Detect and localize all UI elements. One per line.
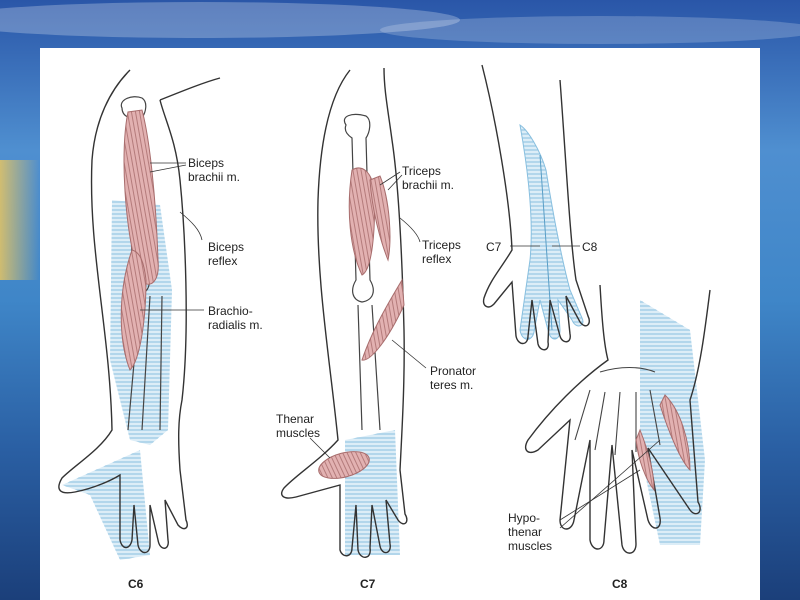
c7-c8-forearm xyxy=(481,64,590,351)
label-c8-line: C8 xyxy=(582,240,598,254)
label-brachioradialis: Brachio- radialis m. xyxy=(208,304,263,332)
label-c7-line: C7 xyxy=(486,240,502,254)
c6-arm xyxy=(58,69,221,560)
c8-hand xyxy=(524,284,711,554)
label-biceps-brachii: Biceps brachii m. xyxy=(188,156,241,184)
label-triceps-brachii: Triceps brachii m. xyxy=(402,164,455,192)
label-biceps-reflex: Biceps reflex xyxy=(208,240,245,268)
label-hypothenar-muscles: Hypo- thenar muscles xyxy=(508,511,553,553)
label-pronator-teres: Pronator teres m. xyxy=(430,364,477,392)
caption-c8: C8 xyxy=(612,577,628,591)
label-thenar-muscles: Thenar muscles xyxy=(276,412,321,440)
caption-c6: C6 xyxy=(128,577,144,591)
c7-arm xyxy=(280,67,427,558)
caption-c7: C7 xyxy=(360,577,376,591)
label-triceps-reflex: Triceps reflex xyxy=(422,238,461,266)
